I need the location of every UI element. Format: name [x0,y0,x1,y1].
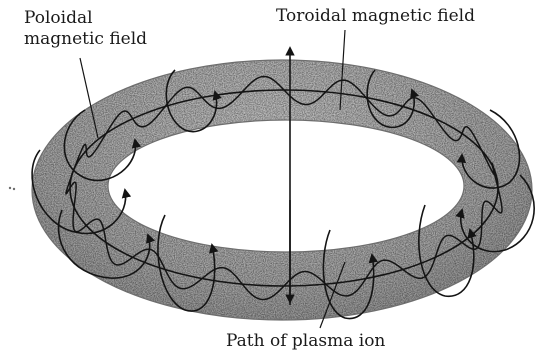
label-plasma-ion-path: Path of plasma ion [226,331,385,352]
label-toroidal-field: Toroidal magnetic field [276,6,475,27]
label-poloidal-field: Poloidal magnetic field [24,8,147,50]
label-poloidal-line2: magnetic field [24,29,147,50]
label-poloidal-line1: Poloidal [24,8,93,28]
